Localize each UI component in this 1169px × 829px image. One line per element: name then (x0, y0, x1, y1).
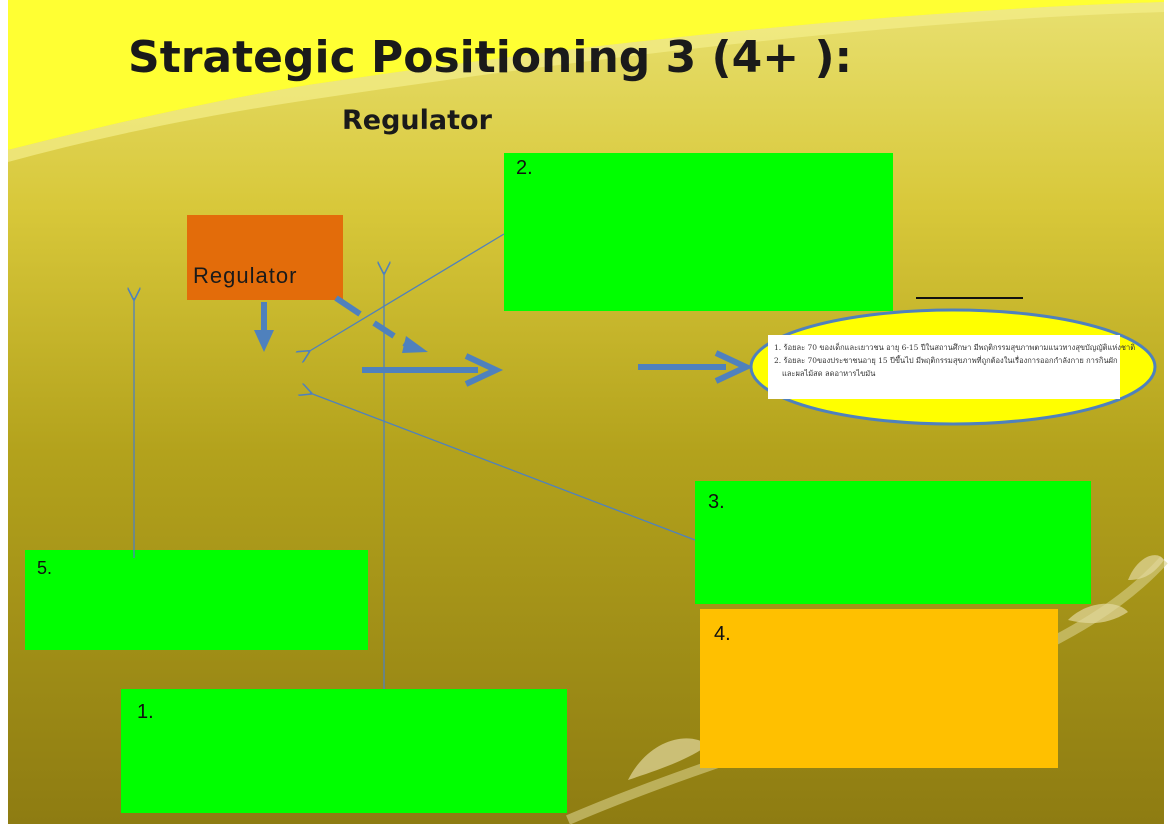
arrow-horizontal-2 (638, 350, 754, 384)
slide-subtitle: Regulator (342, 105, 492, 136)
targets-panel: 1. ร้อยละ 70 ของเด็กและเยาวชน อายุ 6-15 … (768, 335, 1136, 399)
regulator-box: Regulator (187, 215, 343, 300)
connector-layer (8, 233, 1157, 689)
arrow-regulator-diagonal (334, 295, 428, 353)
box-1: 1. (121, 689, 567, 813)
box-2-label: 2. (516, 157, 533, 179)
slide-title: Strategic Positioning 3 (4+ ): (128, 32, 853, 83)
arrow-regulator-down (254, 302, 274, 352)
arrow-box2-left (308, 233, 505, 352)
box-3-label: 3. (708, 491, 725, 513)
box-3: 3. (695, 481, 1091, 604)
regulator-label: Regulator (193, 263, 298, 288)
box-5-label: 5. (37, 558, 53, 578)
arrow-horizontal-1 (362, 353, 504, 387)
box-2: 2. (504, 153, 893, 311)
box-1-label: 1. (137, 701, 154, 723)
target-item-1: 1. ร้อยละ 70 ของเด็กและเยาวชน อายุ 6-15 … (774, 343, 1136, 352)
box-4: 4. (700, 609, 1058, 768)
target-item-3: และผลไม้สด ลดอาหารไขมัน (782, 369, 876, 378)
slide: Strategic Positioning 3 (4+ ): Regulator… (8, 0, 1168, 825)
box-4-label: 4. (714, 623, 731, 645)
target-item-2: 2. ร้อยละ 70ของประชาชนอายุ 15 ปีขึ้นไป ม… (774, 356, 1118, 365)
arrow-box3-left (310, 393, 696, 541)
underline-decoration (916, 297, 1023, 299)
box-5: 5. (25, 550, 368, 650)
